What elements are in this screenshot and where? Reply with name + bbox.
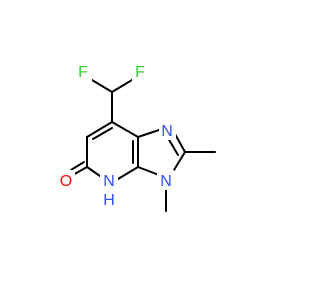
- o-label-bg: [58, 170, 75, 190]
- f1-label-bg: [75, 61, 92, 81]
- n1-label-bg: [159, 120, 176, 140]
- bond-layer: [70, 76, 216, 212]
- atom-f2: F: [135, 64, 145, 81]
- atom-n-methyl: N: [160, 173, 172, 190]
- atom-o: O: [60, 173, 72, 190]
- bond-c3a-n4: [117, 166, 139, 180]
- molecule-structure: F F N N N H O: [58, 61, 216, 212]
- bond-c6-c7-inner: [92, 127, 113, 140]
- bond-n1-c2: [174, 133, 186, 153]
- n3-label-bg: [157, 170, 174, 190]
- f2-label-bg: [132, 61, 149, 81]
- atom-n-imine: N: [161, 123, 173, 140]
- atom-label-layer: F F N N N H O: [58, 61, 176, 209]
- structure-canvas: F F N N N H O: [58, 61, 216, 212]
- atom-nh-n: N: [103, 173, 115, 190]
- bond-c7a-n1: [137, 129, 160, 138]
- bond-c5-o-double: [70, 161, 85, 171]
- bond-n3-c3a: [137, 166, 160, 176]
- bond-c2-n3: [173, 151, 186, 171]
- bond-c6-c7: [86, 121, 113, 138]
- bond-c7-c7a: [111, 121, 139, 138]
- n4-label-bg: [100, 170, 118, 208]
- atom-nh-h: H: [103, 192, 115, 209]
- atom-f1: F: [78, 64, 88, 81]
- bond-n4-c5: [86, 166, 101, 177]
- bond-n1-c2-double: [167, 137, 179, 156]
